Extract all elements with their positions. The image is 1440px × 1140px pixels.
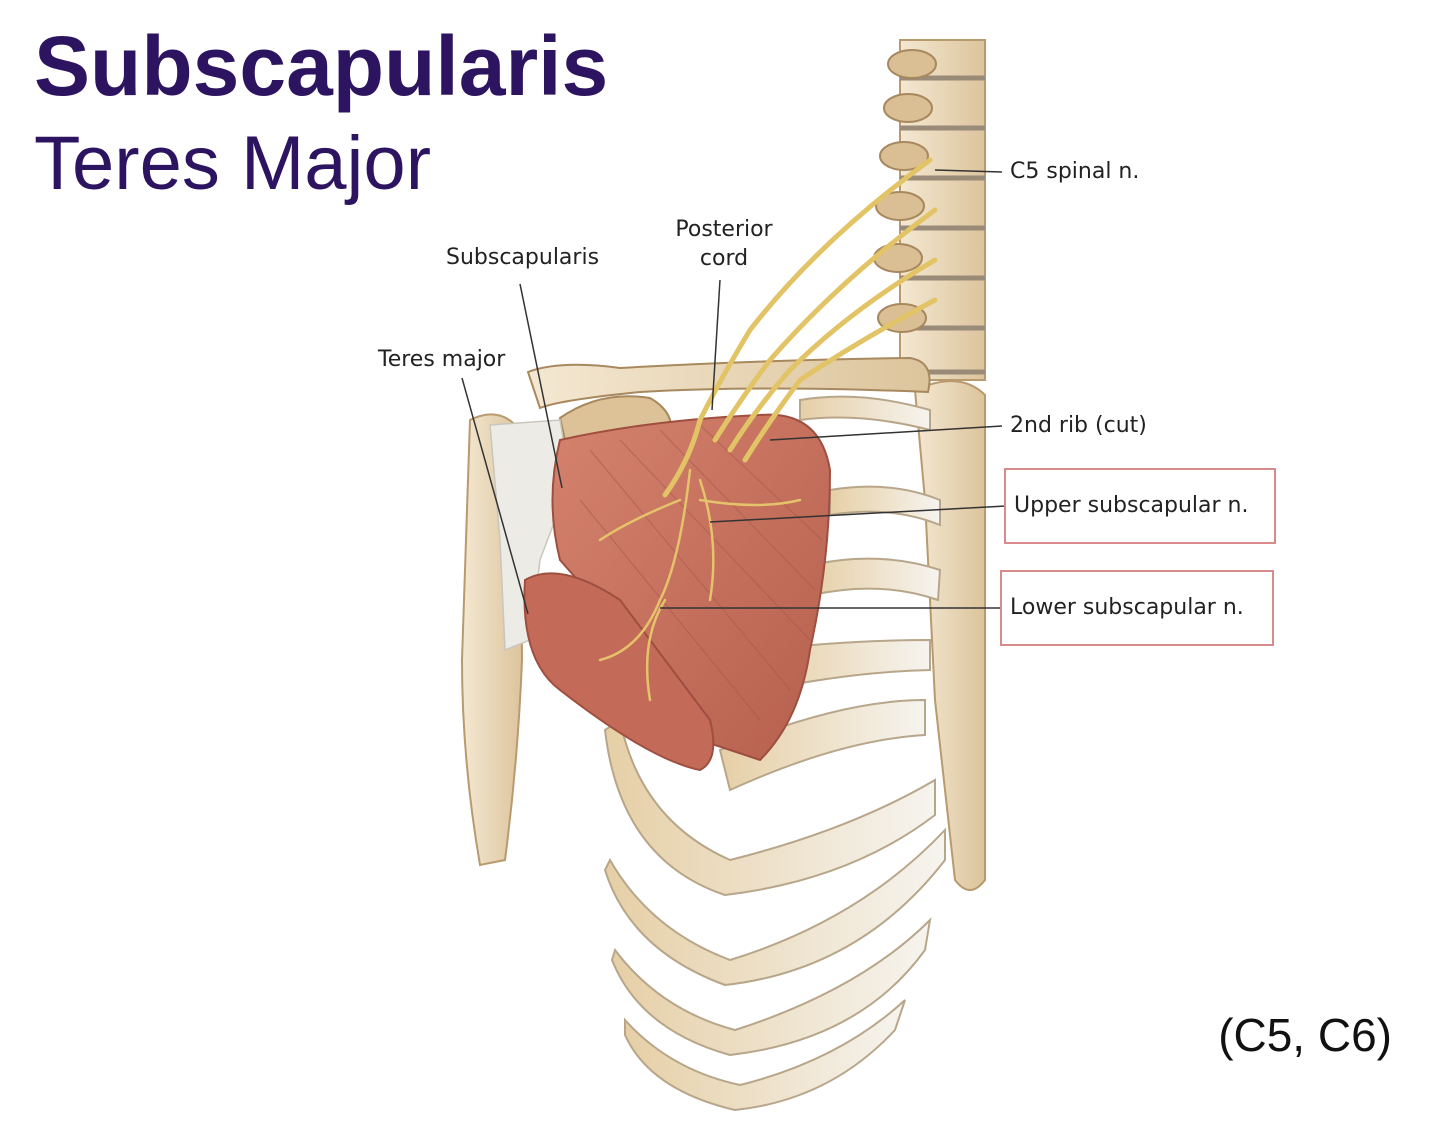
brachial-plexus-nerves [662,157,938,498]
slide-title: Subscapularis [34,19,609,113]
rib-cage [603,395,946,1112]
vertebral-column [873,39,986,381]
clavicle [526,356,931,410]
innervation-levels: (C5, C6) [1218,1009,1392,1061]
label-posterior-cord: Posterior cord [675,217,773,271]
label-second-rib: 2nd rib (cut) [1010,413,1147,438]
label-upper-subscapular-nerve: Upper subscapular n. [1014,492,1249,518]
label-lower-subscapular-nerve: Lower subscapular n. [1010,594,1244,620]
leader-lines [461,169,1007,615]
slide-subtitle: Teres Major [34,121,431,206]
label-subscapularis: Subscapularis [446,245,600,270]
upper-subscapular-nerve-box: Upper subscapular n. [1004,468,1276,544]
lower-subscapular-nerve-box: Lower subscapular n. [1000,570,1274,646]
label-c5-spinal-nerve: C5 spinal n. [1010,159,1140,184]
teres-major-muscle [523,572,715,772]
label-teres-major: Teres major [378,347,506,372]
